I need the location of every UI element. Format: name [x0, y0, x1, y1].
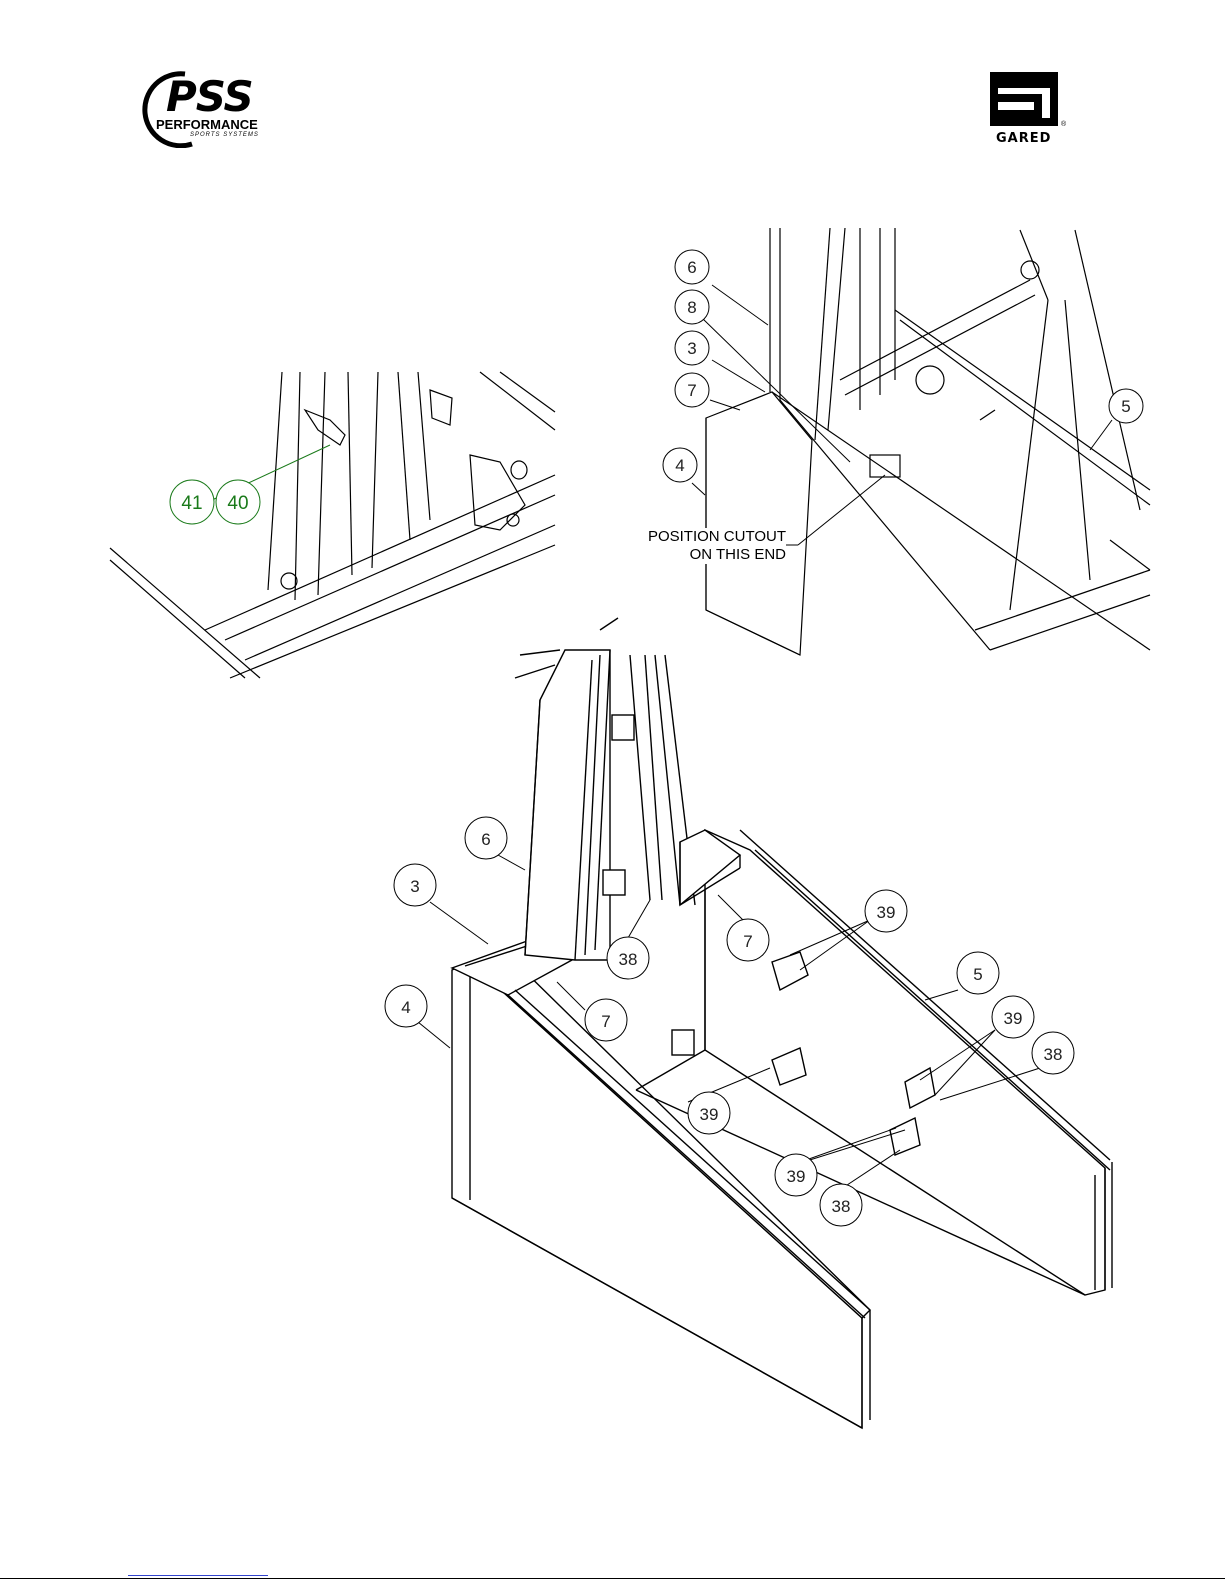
main-callout-7-label-a: 7 — [743, 932, 752, 951]
position-cutout-note: POSITION CUTOUT ON THIS END — [618, 528, 786, 564]
main-callout-5-label: 5 — [973, 965, 982, 984]
main-callout-38-label-b: 38 — [1044, 1045, 1063, 1064]
main-callout-39-label-d: 39 — [787, 1167, 806, 1186]
main-callout-39-label-c: 39 — [700, 1105, 719, 1124]
main-callout-39-label-b: 39 — [1004, 1009, 1023, 1028]
left-detail-view — [110, 372, 555, 678]
callout-7-label: 7 — [687, 381, 696, 400]
note-line-2: ON THIS END — [618, 546, 786, 564]
main-callout-4-label: 4 — [401, 998, 410, 1017]
footer-rule — [0, 1578, 1225, 1579]
note-line-1: POSITION CUTOUT — [618, 528, 786, 546]
leader-lines — [212, 285, 1112, 1195]
callout-41-label: 41 — [181, 493, 202, 514]
callout-3-label: 3 — [687, 339, 696, 358]
main-callout-39-label-a: 39 — [877, 903, 896, 922]
main-callout-6-label: 6 — [481, 830, 490, 849]
callout-8-label: 8 — [687, 298, 696, 317]
callout-40-label: 40 — [227, 493, 248, 514]
main-callout-38-label-c: 38 — [832, 1197, 851, 1216]
main-callout-7-label-b: 7 — [601, 1012, 610, 1031]
main-callout-3-label: 3 — [410, 877, 419, 896]
main-callout-38-label-a: 38 — [619, 950, 638, 969]
callout-6-label: 6 — [687, 258, 696, 277]
callout-5-label: 5 — [1121, 397, 1130, 416]
footer-link-underline — [128, 1575, 268, 1576]
callout-4-label: 4 — [675, 456, 684, 475]
right-detail-view — [706, 228, 1150, 655]
